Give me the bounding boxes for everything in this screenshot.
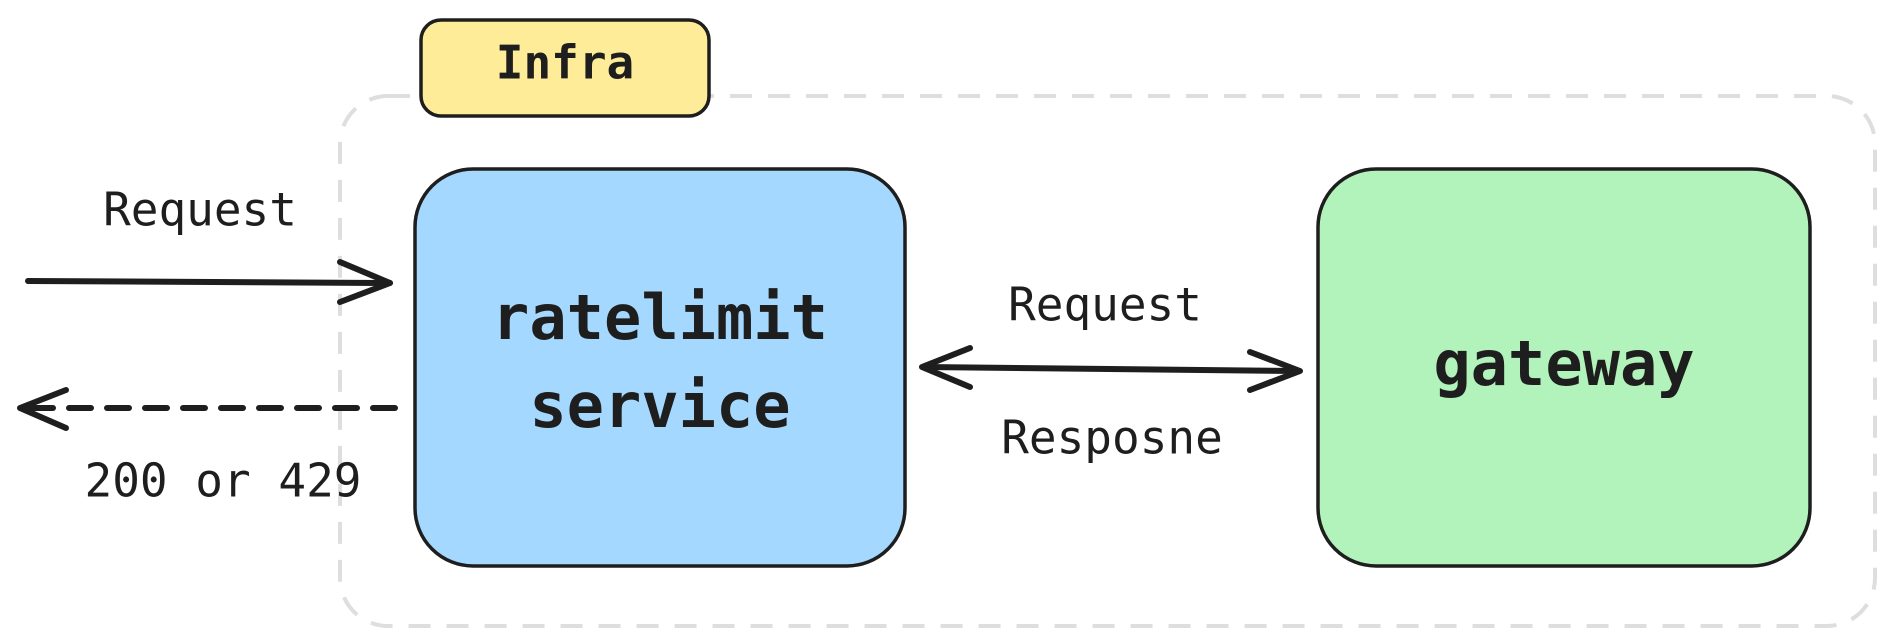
gateway-box [1316,167,1812,568]
infra-tag: Infra [419,18,711,118]
infra-tag-label: Infra [496,36,634,90]
incoming-request-label: Request [103,183,297,237]
gateway-node: gateway [1316,167,1812,568]
ratelimit-gateway-arrowhead-left [919,345,973,390]
ratelimit-service-label-line1: ratelimit [492,281,828,354]
ratelimit-gateway-line [921,364,1301,374]
between-request-label: Request [1008,278,1202,332]
ratelimit-service-label-line2: service [529,369,790,442]
incoming-request-arrow: Request [25,183,393,305]
ratelimit-gateway-arrowhead-right [1247,349,1303,393]
outgoing-response-arrow: 200 or 429 [17,387,398,508]
ratelimit-service-box [413,167,907,568]
outgoing-response-arrowhead [17,387,69,431]
outgoing-response-label: 200 or 429 [85,454,362,508]
incoming-request-line [25,278,393,286]
between-response-label: Resposne [1001,411,1223,465]
gateway-label: gateway [1433,327,1694,400]
ratelimit-gateway-arrow: Request Resposne [919,278,1303,465]
incoming-request-arrowhead [337,259,393,305]
ratelimit-service-node: ratelimit service [413,167,907,568]
infra-tag-box [419,18,711,118]
infra-group-boundary [338,94,1877,628]
